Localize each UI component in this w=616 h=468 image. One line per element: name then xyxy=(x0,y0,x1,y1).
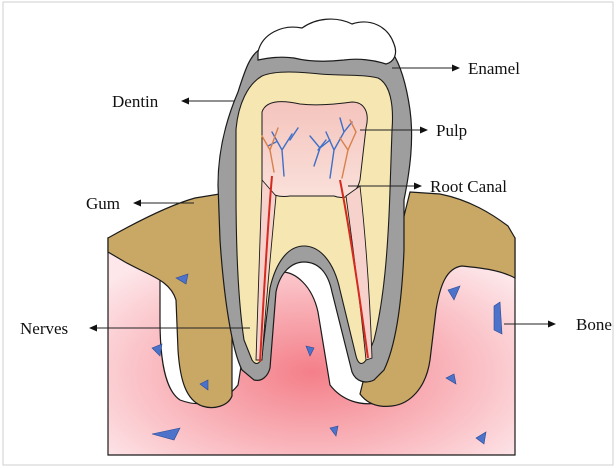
bone-arrow xyxy=(548,321,556,328)
pulp xyxy=(262,102,367,198)
label-dentin: Dentin xyxy=(112,92,159,111)
label-enamel: Enamel xyxy=(468,59,520,78)
pulp-arrow xyxy=(420,127,428,134)
label-gum: Gum xyxy=(86,194,120,213)
gum-arrow xyxy=(133,200,141,207)
root-canal-arrow xyxy=(414,183,422,190)
dentin-arrow xyxy=(181,98,189,105)
nerves-arrow xyxy=(89,325,97,332)
label-bone: Bone xyxy=(576,315,612,334)
enamel-arrow xyxy=(452,65,460,72)
label-root-canal: Root Canal xyxy=(430,177,507,196)
label-pulp: Pulp xyxy=(436,121,467,140)
enamel-cap xyxy=(258,19,396,64)
label-nerves: Nerves xyxy=(20,319,68,338)
